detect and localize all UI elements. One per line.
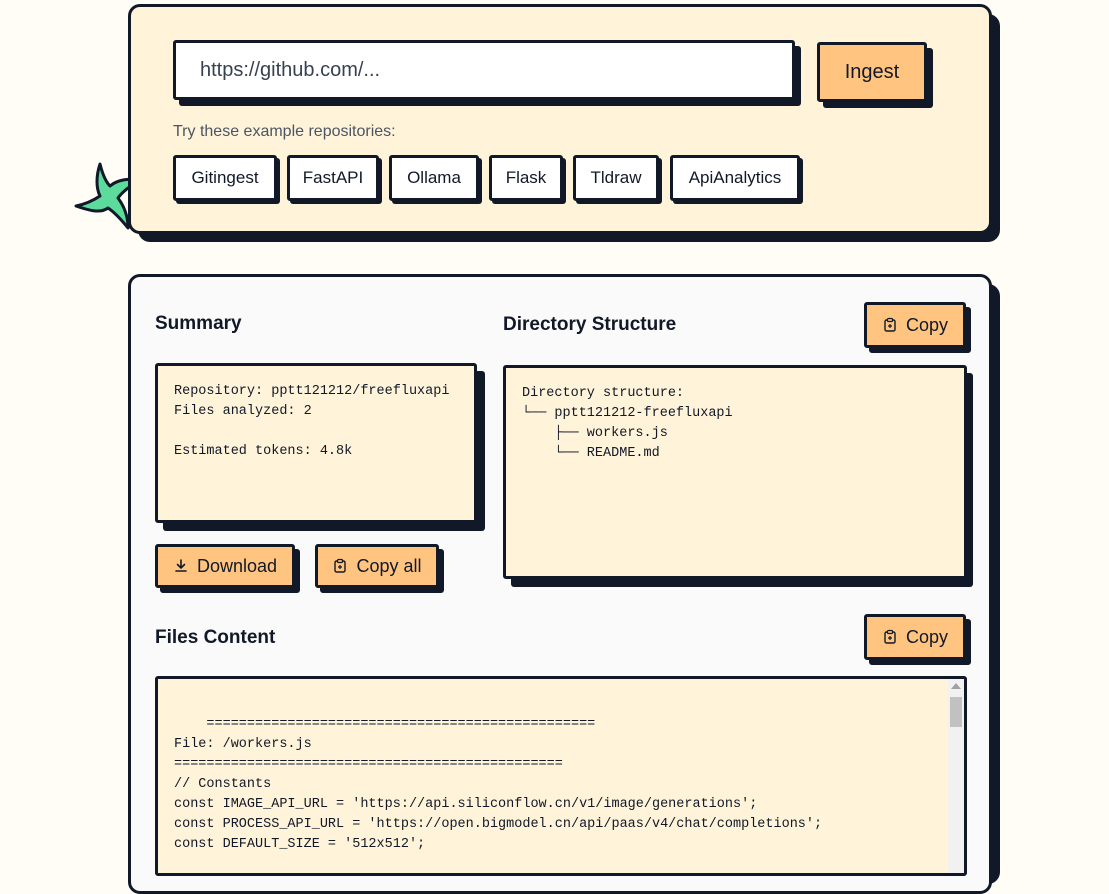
example-fastapi[interactable]: FastAPI bbox=[287, 155, 379, 201]
example-flask[interactable]: Flask bbox=[489, 155, 563, 201]
scroll-thumb[interactable] bbox=[950, 697, 962, 727]
summary-title: Summary bbox=[155, 313, 242, 334]
download-button[interactable]: Download bbox=[155, 544, 295, 588]
directory-copy-label: Copy bbox=[905, 314, 949, 335]
files-copy-label: Copy bbox=[905, 626, 949, 647]
clipboard-icon bbox=[884, 629, 896, 644]
clipboard-icon bbox=[334, 558, 347, 573]
examples-label: Try these example repositories: bbox=[173, 123, 396, 140]
files-scrollbar[interactable] bbox=[948, 679, 964, 873]
example-gitingest[interactable]: Gitingest bbox=[173, 155, 277, 201]
directory-text[interactable]: Directory structure: └── pptt121212-free… bbox=[503, 365, 967, 579]
summary-text: Repository: pptt121212/freefluxapi Files… bbox=[155, 363, 477, 523]
repo-url-input[interactable]: https://github.com/... bbox=[173, 40, 795, 100]
download-label: Download bbox=[196, 555, 278, 576]
directory-title: Directory Structure bbox=[503, 314, 677, 335]
example-apianalytics[interactable]: ApiAnalytics bbox=[670, 155, 800, 201]
ingest-card: https://github.com/... Ingest Try these … bbox=[128, 4, 992, 234]
clipboard-icon bbox=[884, 317, 896, 332]
files-title: Files Content bbox=[155, 627, 276, 648]
files-content-text: ========================================… bbox=[174, 717, 823, 852]
copy-all-label: Copy all bbox=[356, 555, 422, 576]
example-tldraw[interactable]: Tldraw bbox=[573, 155, 659, 201]
repo-url-field: https://github.com/... bbox=[173, 40, 801, 106]
scroll-up-arrow-icon[interactable] bbox=[951, 683, 961, 689]
download-icon bbox=[175, 559, 187, 572]
sparkle-star-icon bbox=[74, 162, 142, 230]
ingest-button[interactable]: Ingest bbox=[817, 42, 927, 102]
results-card: Summary Repository: pptt121212/freefluxa… bbox=[128, 274, 992, 894]
files-copy-button[interactable]: Copy bbox=[864, 614, 966, 660]
files-content-box[interactable]: ========================================… bbox=[155, 676, 967, 876]
copy-all-button[interactable]: Copy all bbox=[315, 544, 439, 588]
directory-copy-button[interactable]: Copy bbox=[864, 302, 966, 348]
example-ollama[interactable]: Ollama bbox=[389, 155, 479, 201]
